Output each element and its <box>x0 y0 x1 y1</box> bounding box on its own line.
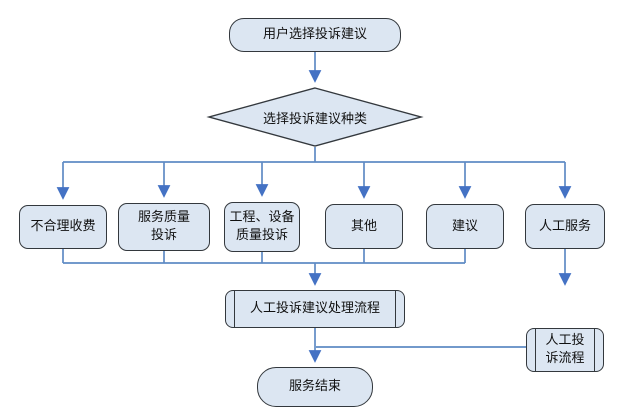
node-end-label: 服务结束 <box>288 379 341 395</box>
node-other: 其他 <box>325 204 403 249</box>
node-unreasonable-fees: 不合理收费 <box>19 205 107 249</box>
node-manual-complaint-suggestion-process-label: 人工投诉建议处理流程 <box>249 301 380 317</box>
node-manual-service: 人工服务 <box>525 204 605 249</box>
node-service-quality-complaint-label: 服务质量投诉 <box>137 210 190 243</box>
node-suggestion-label: 建议 <box>451 218 478 234</box>
node-decision: 选择投诉建议种类 <box>209 88 421 146</box>
node-manual-service-label: 人工服务 <box>538 218 591 234</box>
decision-diamond-shape <box>206 87 424 147</box>
node-unreasonable-fees-label: 不合理收费 <box>30 219 96 235</box>
node-engineering-equipment-complaint: 工程、设备质量投诉 <box>224 202 300 252</box>
node-engineering-equipment-complaint-label: 工程、设备质量投诉 <box>229 210 295 243</box>
node-end: 服务结束 <box>257 367 373 407</box>
node-suggestion: 建议 <box>426 204 504 249</box>
node-other-label: 其他 <box>350 218 377 234</box>
node-decision-label: 选择投诉建议种类 <box>262 111 367 127</box>
node-manual-complaint-process: 人工投诉流程 <box>526 328 604 372</box>
node-manual-complaint-process-label: 人工投诉流程 <box>545 333 585 366</box>
node-manual-complaint-suggestion-process: 人工投诉建议处理流程 <box>225 290 405 328</box>
node-start-label: 用户选择投诉建议 <box>262 27 367 43</box>
node-service-quality-complaint: 服务质量投诉 <box>118 203 210 251</box>
node-start: 用户选择投诉建议 <box>229 18 401 52</box>
